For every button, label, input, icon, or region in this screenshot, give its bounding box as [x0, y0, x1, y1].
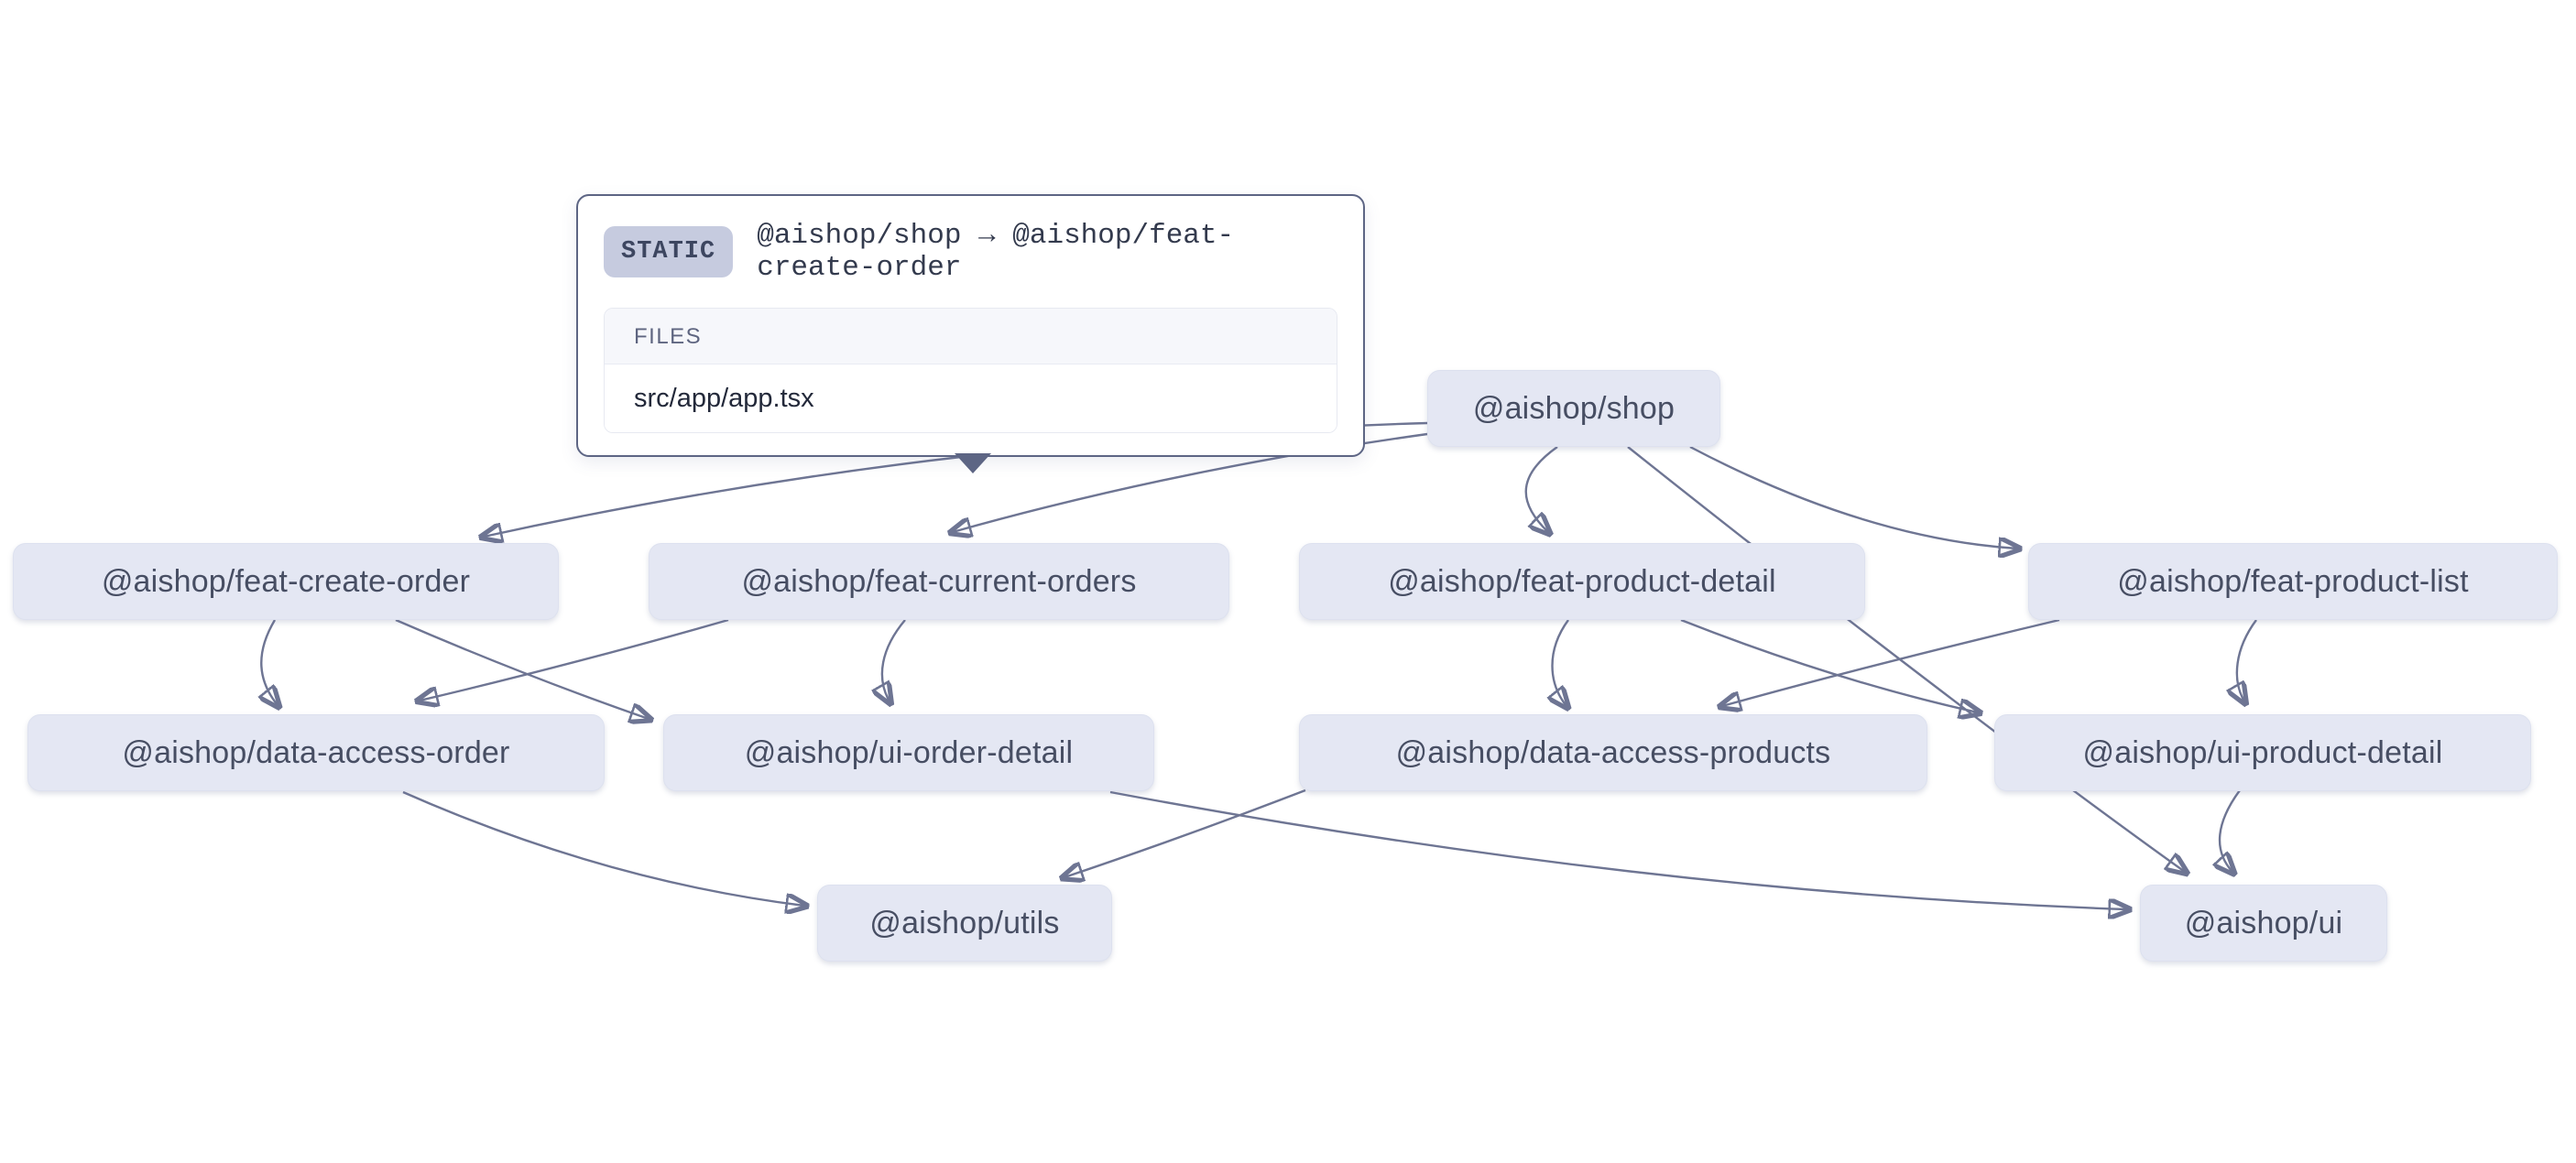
edge-shop-to-feat-product-detail[interactable]: [1524, 446, 1558, 532]
tooltip-caret-icon: [955, 453, 991, 473]
tooltip-header: STATIC @aishop/shop → @aishop/feat-creat…: [604, 220, 1337, 284]
edge-feat-product-list-to-ui-product-detail[interactable]: [2237, 619, 2257, 701]
edge-feat-current-orders-to-data-access-order[interactable]: [420, 618, 729, 701]
edge-feat-product-detail-to-ui-product-detail[interactable]: [1680, 618, 1978, 712]
edge-feat-create-order-to-ui-order-detail[interactable]: [395, 618, 649, 719]
edge-relation-label: @aishop/shop → @aishop/feat-create-order: [757, 220, 1235, 284]
edge-shop-to-feat-product-list[interactable]: [1689, 445, 2017, 549]
files-section-header: FILES: [605, 309, 1337, 364]
file-path-row[interactable]: src/app/app.tsx: [605, 364, 1337, 432]
files-section: FILES src/app/app.tsx: [604, 308, 1337, 433]
graph-node-feat-product-list[interactable]: @aishop/feat-product-list: [2028, 543, 2558, 620]
edge-feat-create-order-to-data-access-order[interactable]: [261, 619, 278, 705]
edge-shop-to-ui[interactable]: [1627, 446, 2185, 872]
edge-feat-product-list-to-data-access-products[interactable]: [1722, 618, 2060, 706]
edge-ui-product-detail-to-ui[interactable]: [2220, 789, 2241, 872]
graph-node-shop[interactable]: @aishop/shop: [1427, 370, 1720, 447]
graph-node-feat-create-order[interactable]: @aishop/feat-create-order: [13, 543, 559, 620]
graph-node-data-access-order[interactable]: @aishop/data-access-order: [27, 714, 605, 791]
graph-node-ui-order-detail[interactable]: @aishop/ui-order-detail: [663, 714, 1154, 791]
graph-node-feat-current-orders[interactable]: @aishop/feat-current-orders: [649, 543, 1229, 620]
edge-data-access-order-to-utils[interactable]: [402, 790, 804, 906]
edge-ui-order-detail-to-ui[interactable]: [1109, 790, 2127, 909]
edge-type-badge: STATIC: [604, 226, 734, 277]
graph-node-feat-product-detail[interactable]: @aishop/feat-product-detail: [1299, 543, 1865, 620]
graph-node-utils[interactable]: @aishop/utils: [817, 885, 1112, 962]
graph-node-data-access-products[interactable]: @aishop/data-access-products: [1299, 714, 1927, 791]
graph-node-ui[interactable]: @aishop/ui: [2140, 885, 2387, 962]
edge-data-access-products-to-utils[interactable]: [1064, 788, 1306, 877]
edge-feat-product-detail-to-data-access-products[interactable]: [1553, 619, 1569, 706]
edge-feat-current-orders-to-ui-order-detail[interactable]: [882, 619, 906, 701]
graph-node-ui-product-detail[interactable]: @aishop/ui-product-detail: [1994, 714, 2531, 791]
edge-tooltip: STATIC @aishop/shop → @aishop/feat-creat…: [576, 194, 1365, 473]
